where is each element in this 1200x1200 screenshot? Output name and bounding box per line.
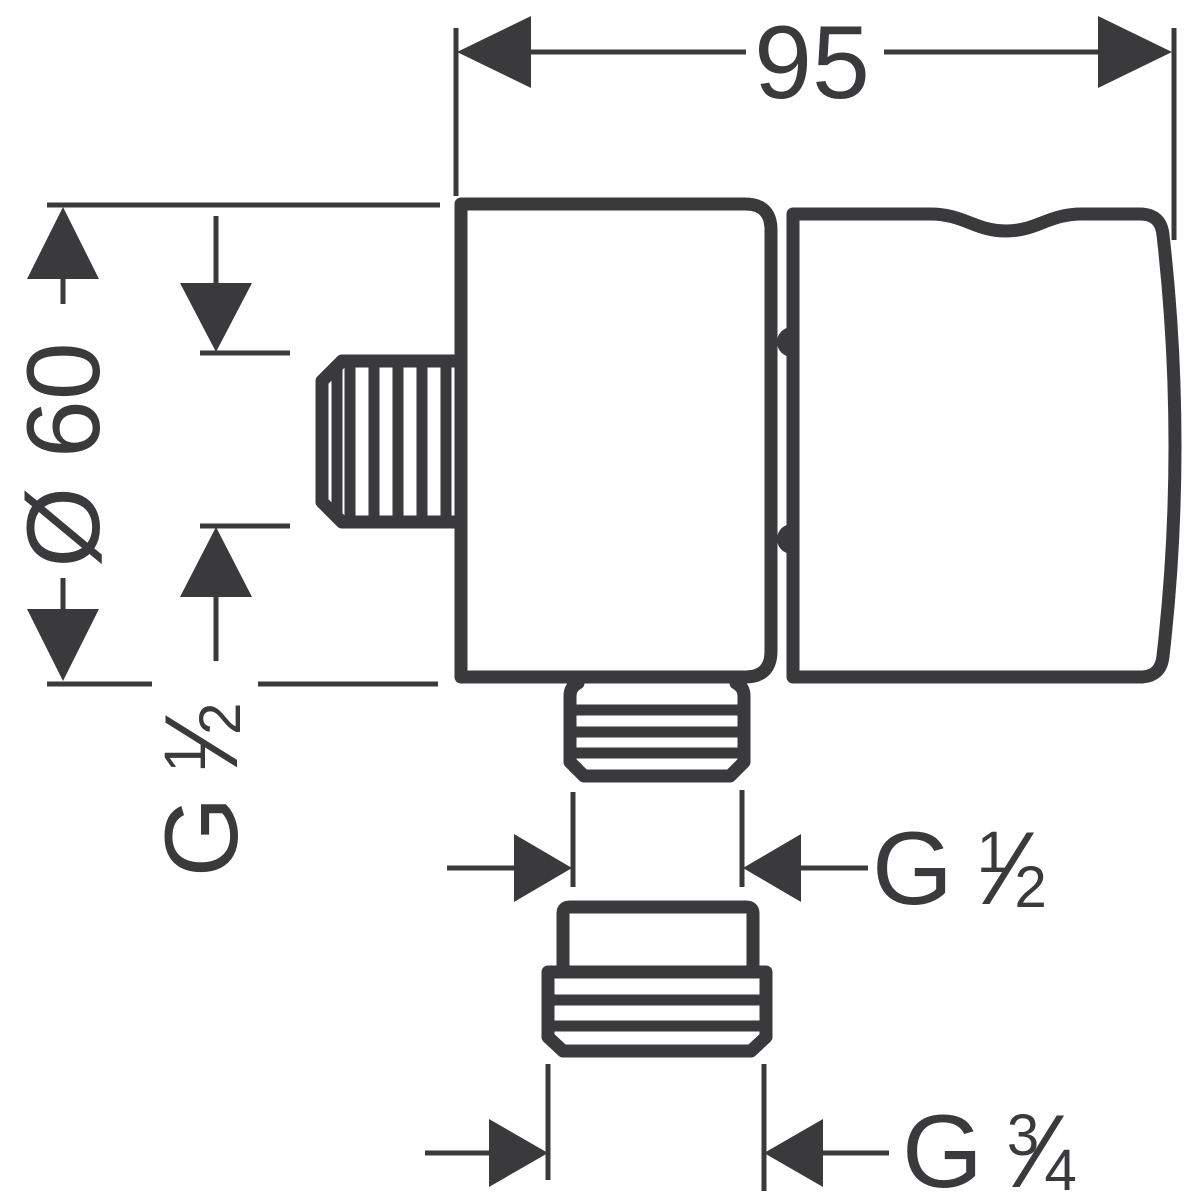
arrowhead-up-icon	[180, 527, 252, 597]
bottom-spigot-outline	[563, 676, 751, 783]
thread-fraction: 1⁄2	[977, 811, 1047, 927]
arrowhead-down-icon	[27, 609, 99, 681]
left-spigot-outline	[315, 354, 461, 529]
thread-prefix: G	[144, 796, 260, 878]
arrowhead-left-icon	[743, 834, 801, 902]
handle-clip-bump-top	[777, 327, 792, 357]
handle	[777, 207, 1182, 684]
dim-bottom-outlet-thread	[447, 790, 868, 902]
valve-body	[454, 197, 778, 684]
bottom-outlet-spigot	[563, 676, 751, 783]
fraction-denominator: 2	[188, 702, 253, 735]
dim-body-diameter	[27, 202, 440, 687]
thread-prefix: G	[902, 1094, 983, 1200]
fraction-numerator: 3	[1006, 1103, 1040, 1168]
adapter-nut	[541, 900, 773, 1058]
fraction-denominator: 4	[1044, 1138, 1077, 1200]
dim-adapter-thread	[425, 1064, 889, 1191]
arrowhead-down-icon	[180, 283, 252, 352]
dim-label-body-diameter: Ø 60	[6, 342, 122, 567]
adapter-lower-outline	[541, 965, 773, 1058]
left-thread-spigot	[315, 354, 461, 529]
adapter-upper-outline	[556, 900, 760, 966]
thread-prefix: G	[872, 811, 953, 927]
thread-fraction: 1⁄2	[144, 703, 260, 773]
arrowhead-right-icon	[514, 834, 572, 902]
arrowhead-up-icon	[27, 207, 99, 279]
body-diameter-value: Ø 60	[6, 342, 122, 568]
dim-overall-width	[453, 16, 1177, 240]
fraction-numerator: 1	[976, 820, 1010, 885]
arrowhead-left-icon	[764, 1119, 823, 1187]
handle-outline	[786, 207, 1182, 684]
fraction-denominator: 2	[1014, 855, 1047, 920]
valve-body-outline	[454, 197, 778, 684]
dim-label-overall-width: 95	[754, 11, 870, 115]
overall-width-value: 95	[754, 5, 870, 121]
arrowhead-left-icon	[457, 16, 531, 88]
fraction-slash: ⁄	[1003, 811, 1021, 927]
handle-clip-bump-bottom	[777, 524, 792, 554]
dim-label-side-inlet-thread: G 1⁄2	[144, 703, 260, 878]
dim-side-inlet-thread	[180, 216, 290, 661]
arrowhead-right-icon	[1098, 16, 1172, 88]
fraction-slash: ⁄	[1033, 1094, 1051, 1200]
arrowhead-right-icon	[489, 1119, 548, 1187]
thread-fraction: 3⁄4	[1007, 1094, 1077, 1200]
